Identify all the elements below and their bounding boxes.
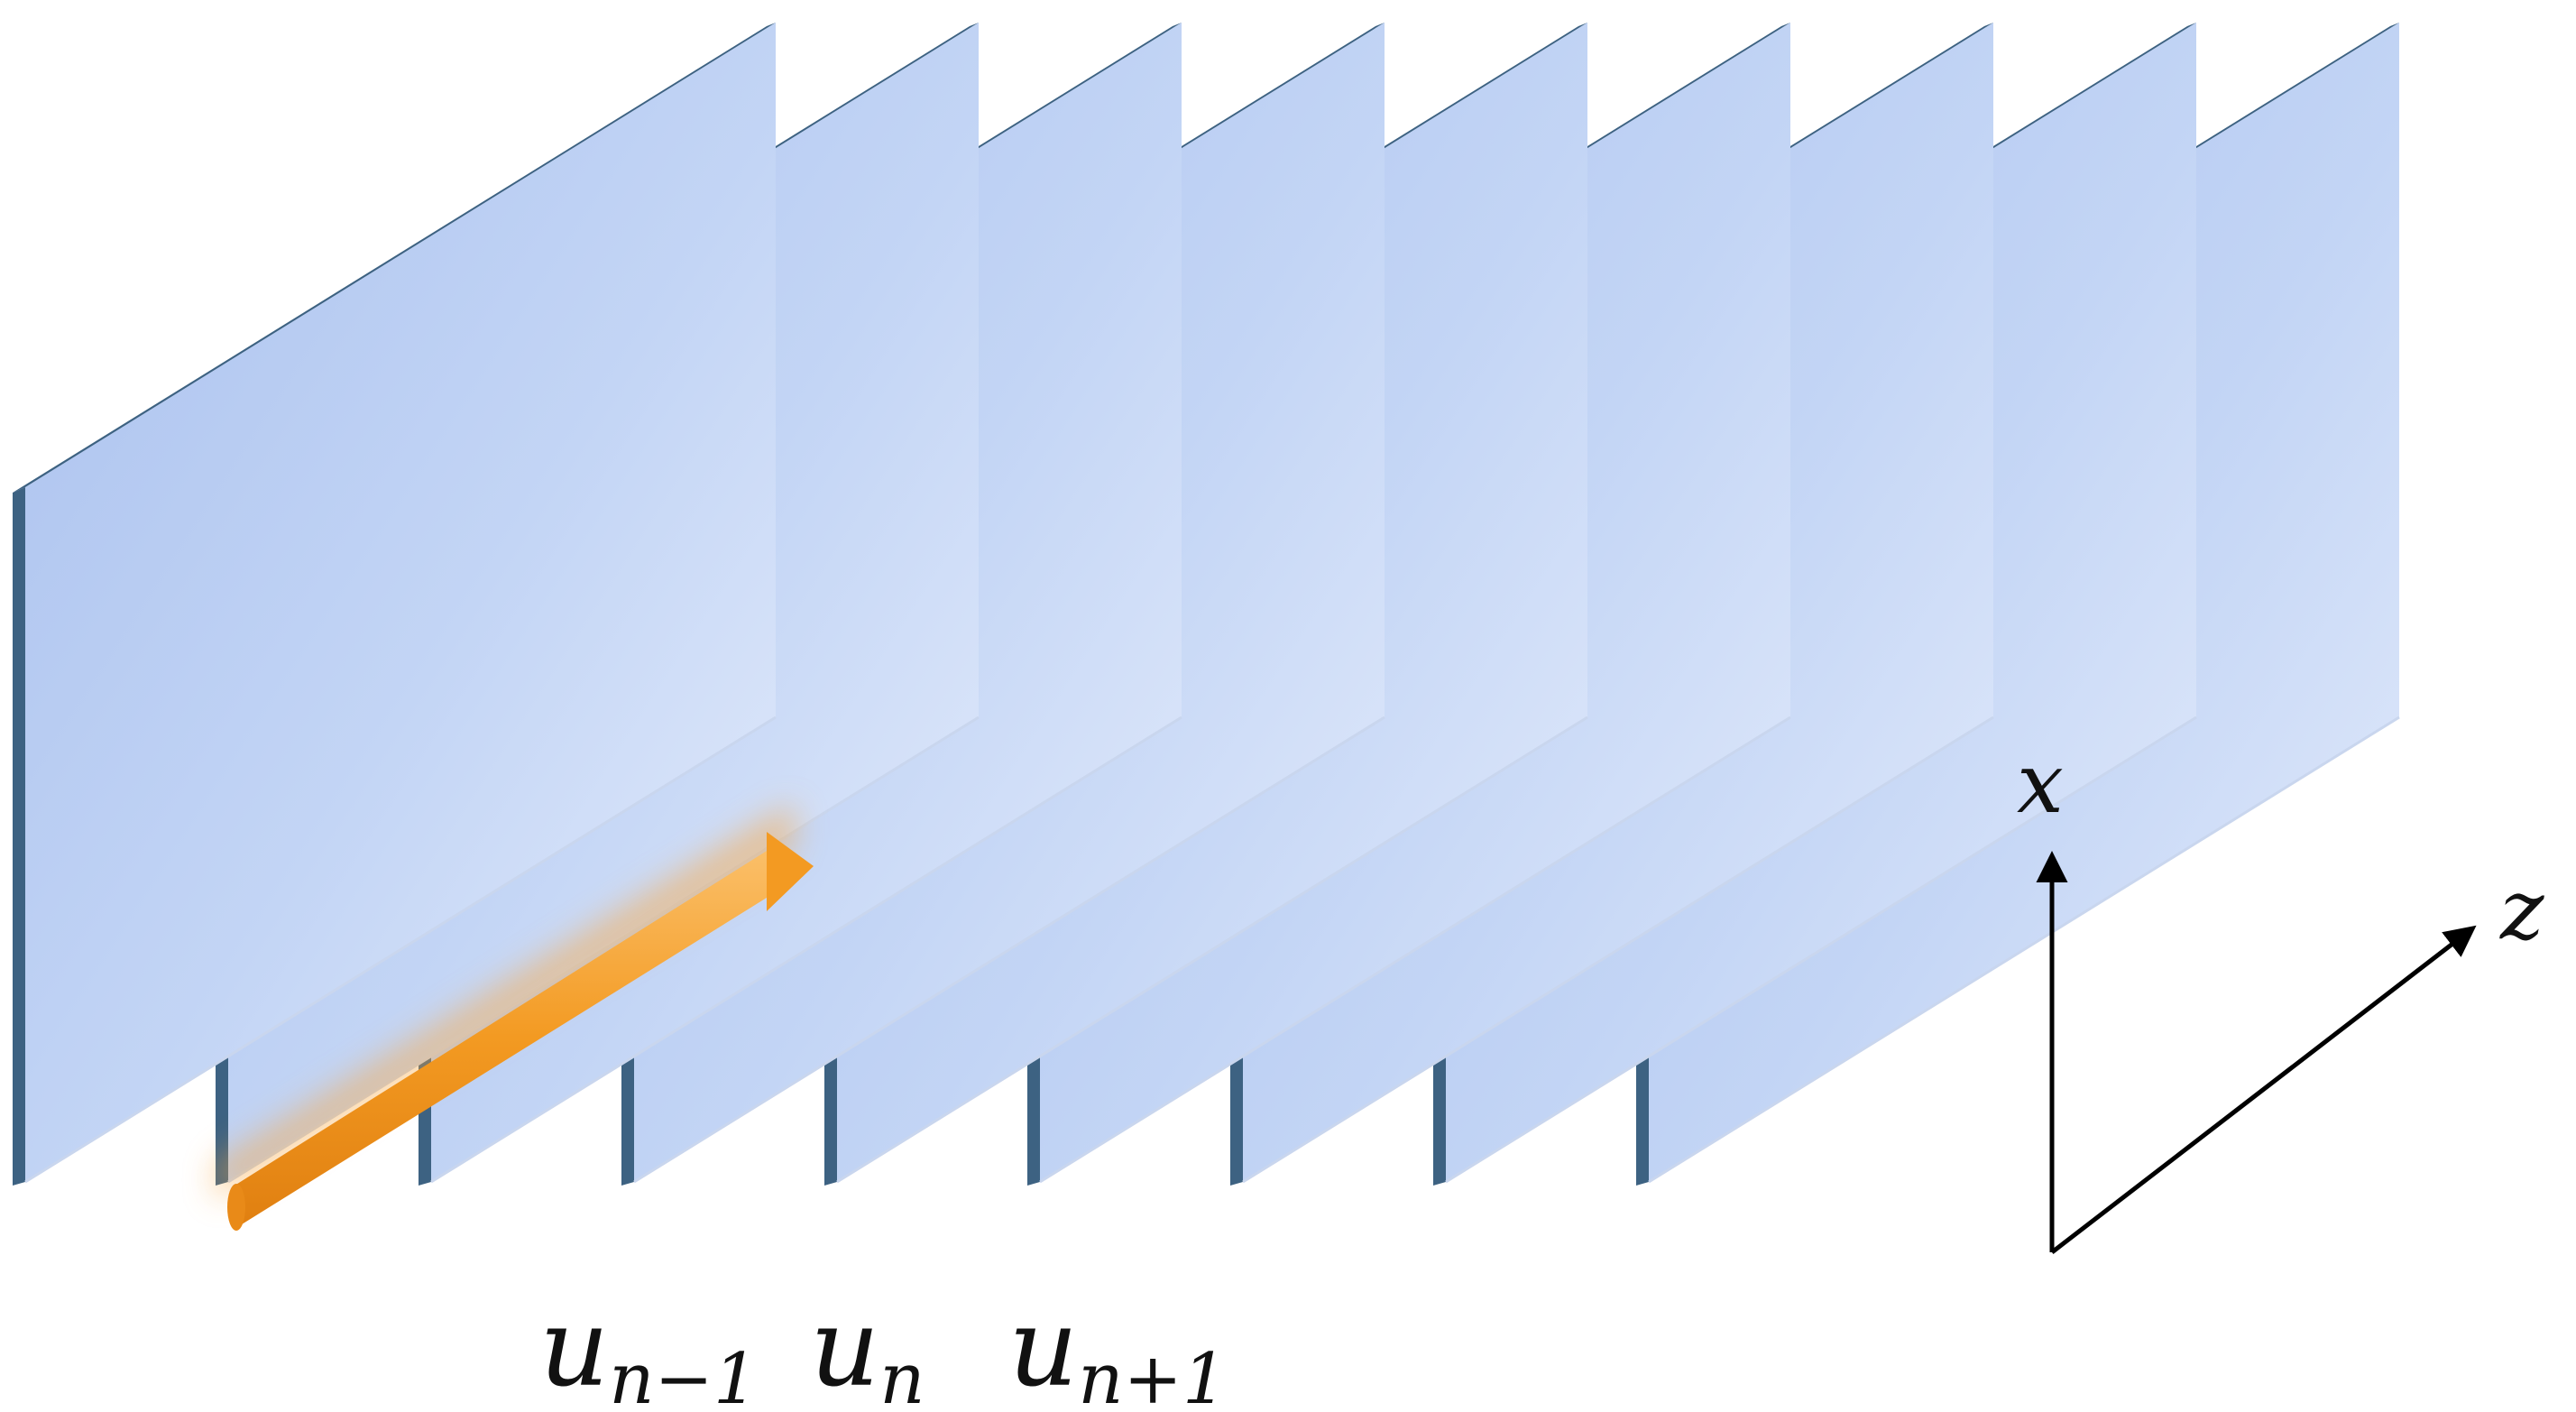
z-axis-label: z [2499,862,2544,958]
beam-body [235,846,774,1229]
plate-face [25,23,776,1182]
plate-bottom-edge [1445,715,2197,1184]
plate-bottom-edge [836,715,1588,1184]
coordinate-axes: x z [2017,735,2544,1254]
plate-bottom-edge [430,715,1182,1184]
beam-tail [227,1184,245,1231]
plate-bottom-edge [1242,715,1994,1184]
plate-bottom-edge [633,715,1385,1184]
label-u-n: un [810,1286,925,1412]
light-beam [216,803,814,1231]
plate-bottom-edge [1648,715,2400,1184]
label-u-n-plus-1: un+1 [1008,1286,1228,1412]
plate-top-edge [13,23,776,493]
plate-bottom-edge [24,715,777,1184]
plate-front-edge [13,487,25,1186]
x-axis-label: x [2017,735,2064,832]
plate-bottom-edge [1039,715,1791,1184]
plate-stack [13,23,2400,1186]
beam-arrowhead [767,832,814,911]
plate [13,23,777,1186]
beam-glow [216,803,794,1200]
label-u-n-minus-1: un−1 [539,1286,759,1412]
z-axis-line [2050,925,2477,1254]
site-labels: un−1 un un+1 [539,1286,1228,1412]
